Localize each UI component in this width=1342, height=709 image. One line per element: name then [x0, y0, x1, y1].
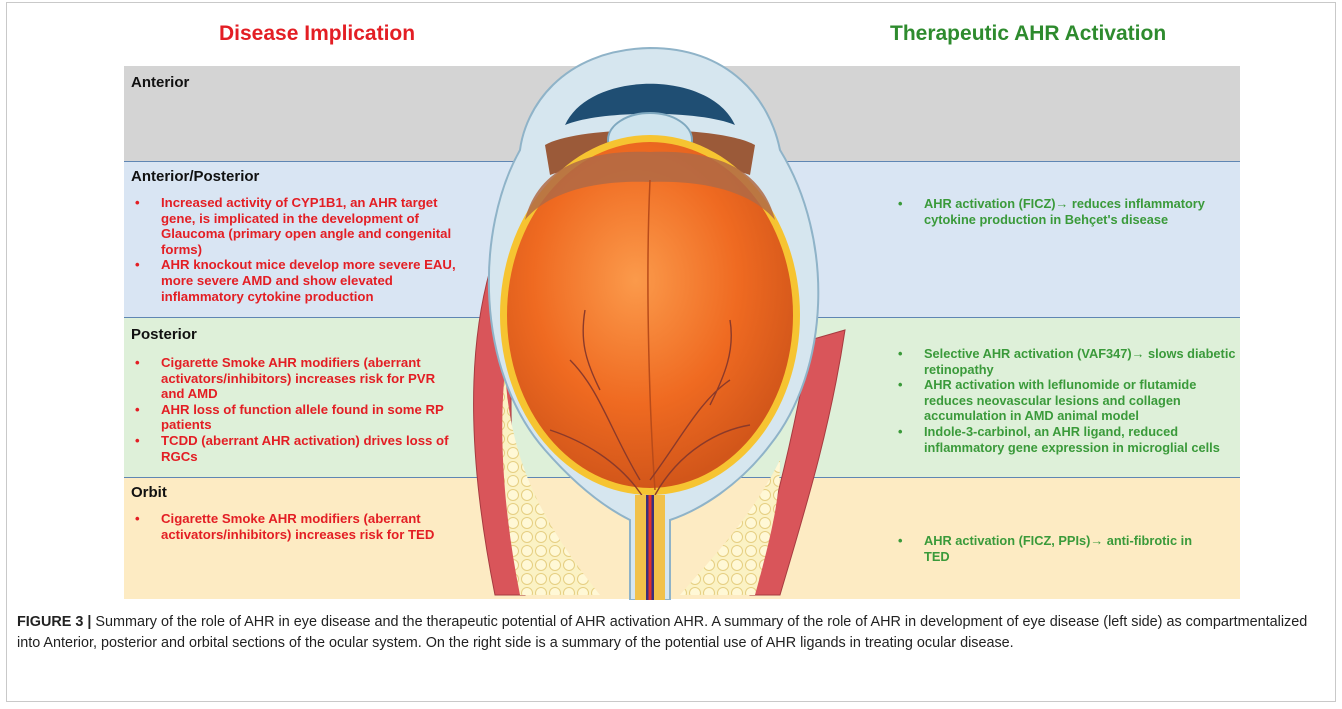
list-item: AHR activation with leflunomide or fluta…	[896, 377, 1246, 424]
anterior-posterior-therapeutic-list: AHR activation (FICZ)→ reduces inflammat…	[896, 196, 1241, 227]
eye-illustration	[450, 40, 850, 600]
list-item: AHR knockout mice develop more severe EA…	[133, 257, 473, 304]
section-title-posterior: Posterior	[131, 326, 197, 343]
posterior-therapeutic-list: Selective AHR activation (VAF347)→ slows…	[896, 346, 1246, 455]
section-title-anterior: Anterior	[131, 74, 189, 91]
list-item: AHR activation (FICZ, PPIs)→ anti-fibrot…	[896, 533, 1216, 564]
list-item: Selective AHR activation (VAF347)→ slows…	[896, 346, 1246, 377]
therapeutic-activation-header: Therapeutic AHR Activation	[890, 22, 1166, 46]
list-item: Increased activity of CYP1B1, an AHR tar…	[133, 195, 473, 257]
anterior-posterior-disease-list: Increased activity of CYP1B1, an AHR tar…	[133, 195, 473, 304]
list-item: Indole-3-carbinol, an AHR ligand, reduce…	[896, 424, 1246, 455]
list-item: AHR activation (FICZ)→ reduces inflammat…	[896, 196, 1241, 227]
caption-text: Summary of the role of AHR in eye diseas…	[17, 614, 1307, 651]
list-item: TCDD (aberrant AHR activation) drives lo…	[133, 433, 453, 464]
list-item: Cigarette Smoke AHR modifiers (aberrant …	[133, 511, 473, 542]
section-title-orbit: Orbit	[131, 484, 167, 501]
orbit-therapeutic-list: AHR activation (FICZ, PPIs)→ anti-fibrot…	[896, 533, 1216, 564]
orbit-disease-list: Cigarette Smoke AHR modifiers (aberrant …	[133, 511, 473, 542]
posterior-disease-list: Cigarette Smoke AHR modifiers (aberrant …	[133, 355, 453, 464]
figure-caption: FIGURE 3 | Summary of the role of AHR in…	[17, 612, 1327, 654]
disease-implication-header: Disease Implication	[219, 22, 415, 46]
figure-label: FIGURE 3 |	[17, 614, 91, 630]
list-item: AHR loss of function allele found in som…	[133, 402, 453, 433]
list-item: Cigarette Smoke AHR modifiers (aberrant …	[133, 355, 453, 402]
section-title-anterior-posterior: Anterior/Posterior	[131, 168, 259, 185]
